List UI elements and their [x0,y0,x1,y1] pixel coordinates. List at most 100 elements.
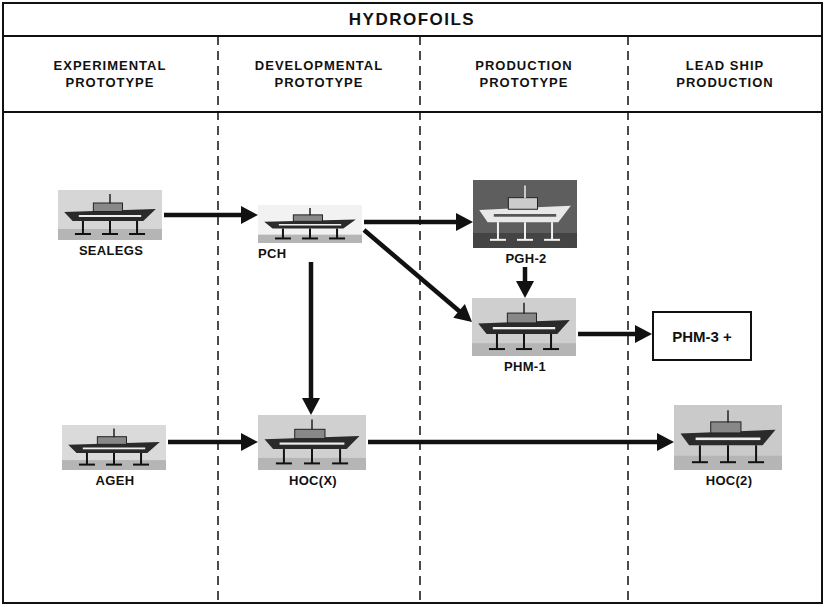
foil-strut [550,334,552,349]
deckhouse [711,422,741,433]
column-divider [419,36,421,603]
foil-strut [551,222,553,240]
mast [524,185,526,198]
flow-arrow [364,230,472,322]
arrow-shaft [364,220,458,225]
foil-strut [699,445,701,462]
hydrofoil-photo [472,298,576,356]
ship-node: SEALEGS [58,190,164,259]
column-divider [217,36,219,603]
arrow-head [456,213,473,231]
foil [102,233,118,235]
arrow-head [635,325,652,343]
column-header: DEVELOPMENTAL PROTOTYPE [233,57,405,91]
foil [543,348,559,350]
hull-stripe [696,438,761,441]
ship-node: PCH [258,205,364,262]
foil-strut [339,449,341,463]
mast [311,419,313,429]
arrow-shaft [368,440,659,445]
diagram-title: HYDROFOILS [349,10,475,30]
flow-arrow [364,213,473,231]
ship-node: AGEH [62,425,168,489]
flow-arrow [168,433,258,451]
foil [329,237,345,239]
hull-stripe [493,327,555,329]
foil [75,233,91,235]
hull-stripe [83,448,145,450]
ship-node: HOC(X) [258,415,368,489]
arrow-shaft [164,213,243,218]
arrow-shaft [364,230,461,312]
ship-node: HOC(2) [674,405,784,489]
ship-label: PGH-2 [473,251,579,267]
arrow-head [241,433,258,451]
foil [748,461,764,463]
deckhouse [93,203,122,212]
foil [490,239,506,241]
mast [523,303,525,314]
foil [133,464,149,466]
foil-strut [727,445,729,462]
flow-arrow [302,262,320,415]
foil-strut [113,453,115,465]
foil [276,462,292,464]
foil-strut [109,221,111,234]
flow-arrow [578,325,652,343]
photo-ground [473,180,577,248]
foil [275,237,291,239]
arrow-head [453,304,472,322]
hull-stripe [280,443,345,445]
arrow-head [302,398,320,415]
header-rule [3,111,822,113]
hull-stripe [279,224,341,226]
ship-label: PHM-3 + [672,328,732,345]
foil [106,464,122,466]
foil-strut [523,334,525,349]
foil [304,462,320,464]
ship-label: PCH [258,246,364,262]
foil [544,239,560,241]
ship-label: HOC(2) [674,473,784,489]
photo-ground [58,190,162,240]
foil-strut [336,229,338,239]
foil-strut [497,222,499,240]
column-divider [627,36,629,603]
deckhouse [293,215,322,221]
photo-ground [62,425,166,470]
mast [109,194,111,204]
mast [727,410,729,422]
foil-strut [311,449,313,463]
photo-ground [258,205,362,243]
hydrofoil-photo [674,405,782,470]
foil-strut [524,222,526,240]
deckhouse [295,429,325,438]
arrow-head [516,281,534,298]
hydrofoil-photo [58,190,162,240]
deckhouse [507,313,536,323]
mast [309,208,311,215]
lead-ship-box: PHM-3 + [652,311,752,361]
foil-strut [496,334,498,349]
ship-label: HOC(X) [258,473,368,489]
hydrofoil-photo [62,425,166,470]
ship-node: PGH-2 [473,180,579,267]
arrow-shaft [523,267,528,283]
ship-label: AGEH [62,473,168,489]
column-header: PRODUCTION PROTOTYPE [449,57,599,91]
foil-strut [283,449,285,463]
column-header: EXPERIMENTAL PROTOTYPE [30,57,190,91]
hull-stripe [494,214,556,217]
arrow-shaft [168,440,243,445]
foil [332,462,348,464]
foil-strut [136,221,138,234]
column-header: LEAD SHIP PRODUCTION [669,57,781,91]
hydrofoil-photo [258,205,362,243]
ship-label: SEALEGS [58,243,164,259]
ship-label: PHM-1 [472,359,578,375]
hydrofoil-photo [473,180,577,248]
deckhouse [97,437,126,445]
